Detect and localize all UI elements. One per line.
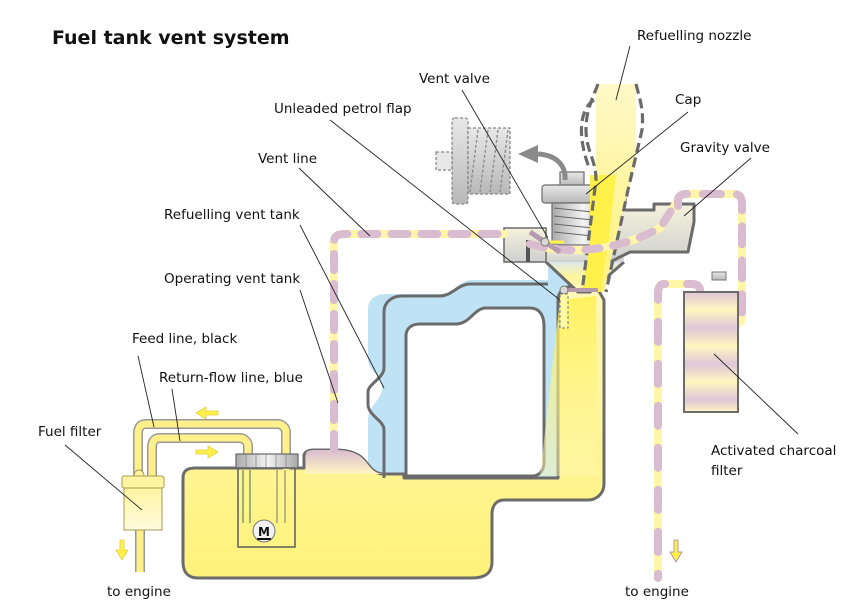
- pump-motor-label: M: [258, 525, 270, 539]
- label-vent-line: Vent line: [258, 151, 317, 167]
- vent-valve: [528, 229, 564, 255]
- label-to-engine-right: to engine: [625, 584, 689, 600]
- label-cap: Cap: [675, 92, 701, 108]
- arrow-down-icon: [669, 539, 683, 563]
- label-refuelling-nozzle: Refuelling nozzle: [637, 28, 751, 44]
- label-gravity-valve: Gravity valve: [680, 140, 770, 156]
- labels: Refuelling nozzle Vent valve Cap Unleade…: [38, 28, 836, 600]
- fuel-filter: [121, 469, 165, 531]
- refuelling-nozzle: [559, 83, 645, 329]
- arrow-right-icon: [195, 445, 219, 459]
- pump-motor-icon: [252, 519, 276, 543]
- label-activated-charcoal-filter-2: filter: [711, 463, 743, 479]
- label-return-flow-line: Return-flow line, blue: [159, 370, 303, 386]
- arrow-left-icon: [195, 406, 219, 420]
- cap-removal-arrow: [518, 145, 568, 181]
- label-feed-line: Feed line, black: [132, 331, 237, 347]
- fuel-tank: [181, 265, 606, 580]
- label-refuelling-vent-tank: Refuelling vent tank: [164, 207, 300, 223]
- label-fuel-filter: Fuel filter: [38, 424, 102, 440]
- feed-line: [134, 420, 290, 476]
- operating-vent-tank: [306, 450, 384, 474]
- leader-lines: [64, 45, 799, 511]
- label-activated-charcoal-filter-1: Activated charcoal: [711, 443, 836, 459]
- label-to-engine-left: to engine: [107, 584, 171, 600]
- vent-line: [330, 190, 746, 582]
- return-flow-line: [148, 434, 252, 476]
- flow-arrows: [115, 406, 683, 563]
- arrow-down-icon: [115, 539, 129, 561]
- fuel-lines: [133, 419, 291, 572]
- diagram-title: Fuel tank vent system: [52, 27, 290, 49]
- removed-cap-ghost: [435, 117, 511, 205]
- label-operating-vent-tank: Operating vent tank: [164, 271, 300, 287]
- label-unleaded-petrol-flap: Unleaded petrol flap: [274, 101, 412, 117]
- activated-charcoal-filter: [683, 271, 739, 413]
- tank-cutout: [404, 306, 546, 480]
- label-vent-valve: Vent valve: [419, 71, 490, 87]
- fuel-pump-module: M: [235, 453, 299, 548]
